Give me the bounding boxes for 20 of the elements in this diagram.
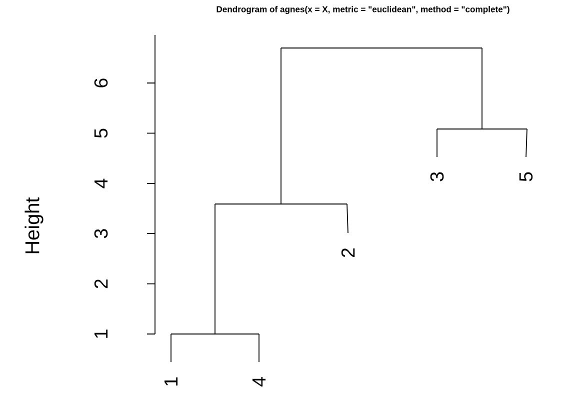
branch-line bbox=[346, 204, 348, 234]
branch-line bbox=[170, 334, 172, 362]
tick-label: 2 bbox=[94, 279, 108, 288]
branch-line bbox=[436, 128, 438, 158]
tick-label: 5 bbox=[94, 128, 108, 138]
branch-line bbox=[214, 204, 216, 334]
tick-label: 3 bbox=[94, 229, 108, 238]
leaf-label: 1 bbox=[164, 377, 178, 386]
branch-line bbox=[258, 334, 260, 362]
leaf-label: 2 bbox=[341, 248, 355, 258]
branch-line bbox=[526, 128, 528, 158]
axis-title: Height bbox=[24, 197, 44, 254]
tick-label: 4 bbox=[94, 178, 108, 188]
leaf-label: 4 bbox=[252, 377, 266, 387]
tick-label: 1 bbox=[94, 330, 108, 338]
leaf-label: 5 bbox=[519, 172, 533, 182]
chart-title: Dendrogram of agnes(x = X, metric = "euclidean", method = "complete") bbox=[216, 6, 510, 14]
branch-line bbox=[280, 48, 282, 204]
tick-label: 6 bbox=[94, 78, 108, 88]
leaf-label: 3 bbox=[430, 172, 444, 182]
